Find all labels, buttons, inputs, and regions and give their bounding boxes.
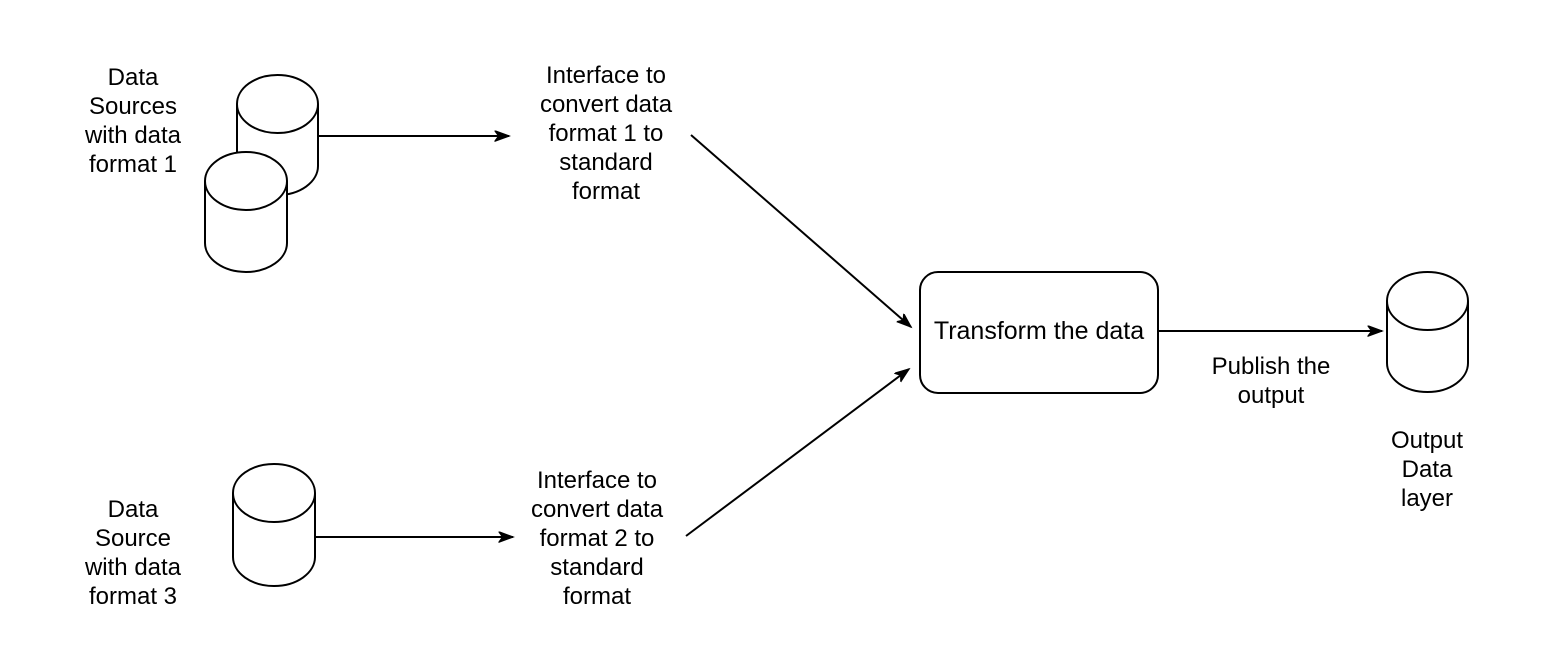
label-data-source-format3: Data Source with data format 3 [84, 496, 182, 610]
database-cylinder-icon [232, 463, 316, 587]
database-cylinder-pair-icon [204, 74, 319, 273]
database-cylinder-rim-icon [232, 492, 316, 523]
label-interface-format2: Interface to convert data format 2 to st… [530, 467, 664, 610]
output-database-cylinder-rim-icon [1386, 300, 1469, 331]
database-cylinder-back-rim-icon [236, 103, 319, 134]
database-cylinder-body [232, 463, 316, 587]
database-cylinder-front-rim-icon [204, 180, 288, 211]
database-cylinder-front-icon [204, 151, 288, 273]
output-database-cylinder-body [1386, 271, 1469, 393]
label-transform-the-data: Transform the data [933, 317, 1145, 345]
label-publish-the-output: Publish the output [1211, 353, 1331, 409]
arrow-interface2-to-transform [685, 369, 909, 537]
transform-box [919, 271, 1159, 394]
label-data-sources-format1: Data Sources with data format 1 [84, 64, 182, 178]
arrow-interface1-to-transform [690, 134, 911, 327]
label-interface-format1: Interface to convert data format 1 to st… [539, 62, 673, 205]
output-database-cylinder-icon [1386, 271, 1469, 393]
label-output-data-layer: Output Data layer [1390, 427, 1464, 512]
